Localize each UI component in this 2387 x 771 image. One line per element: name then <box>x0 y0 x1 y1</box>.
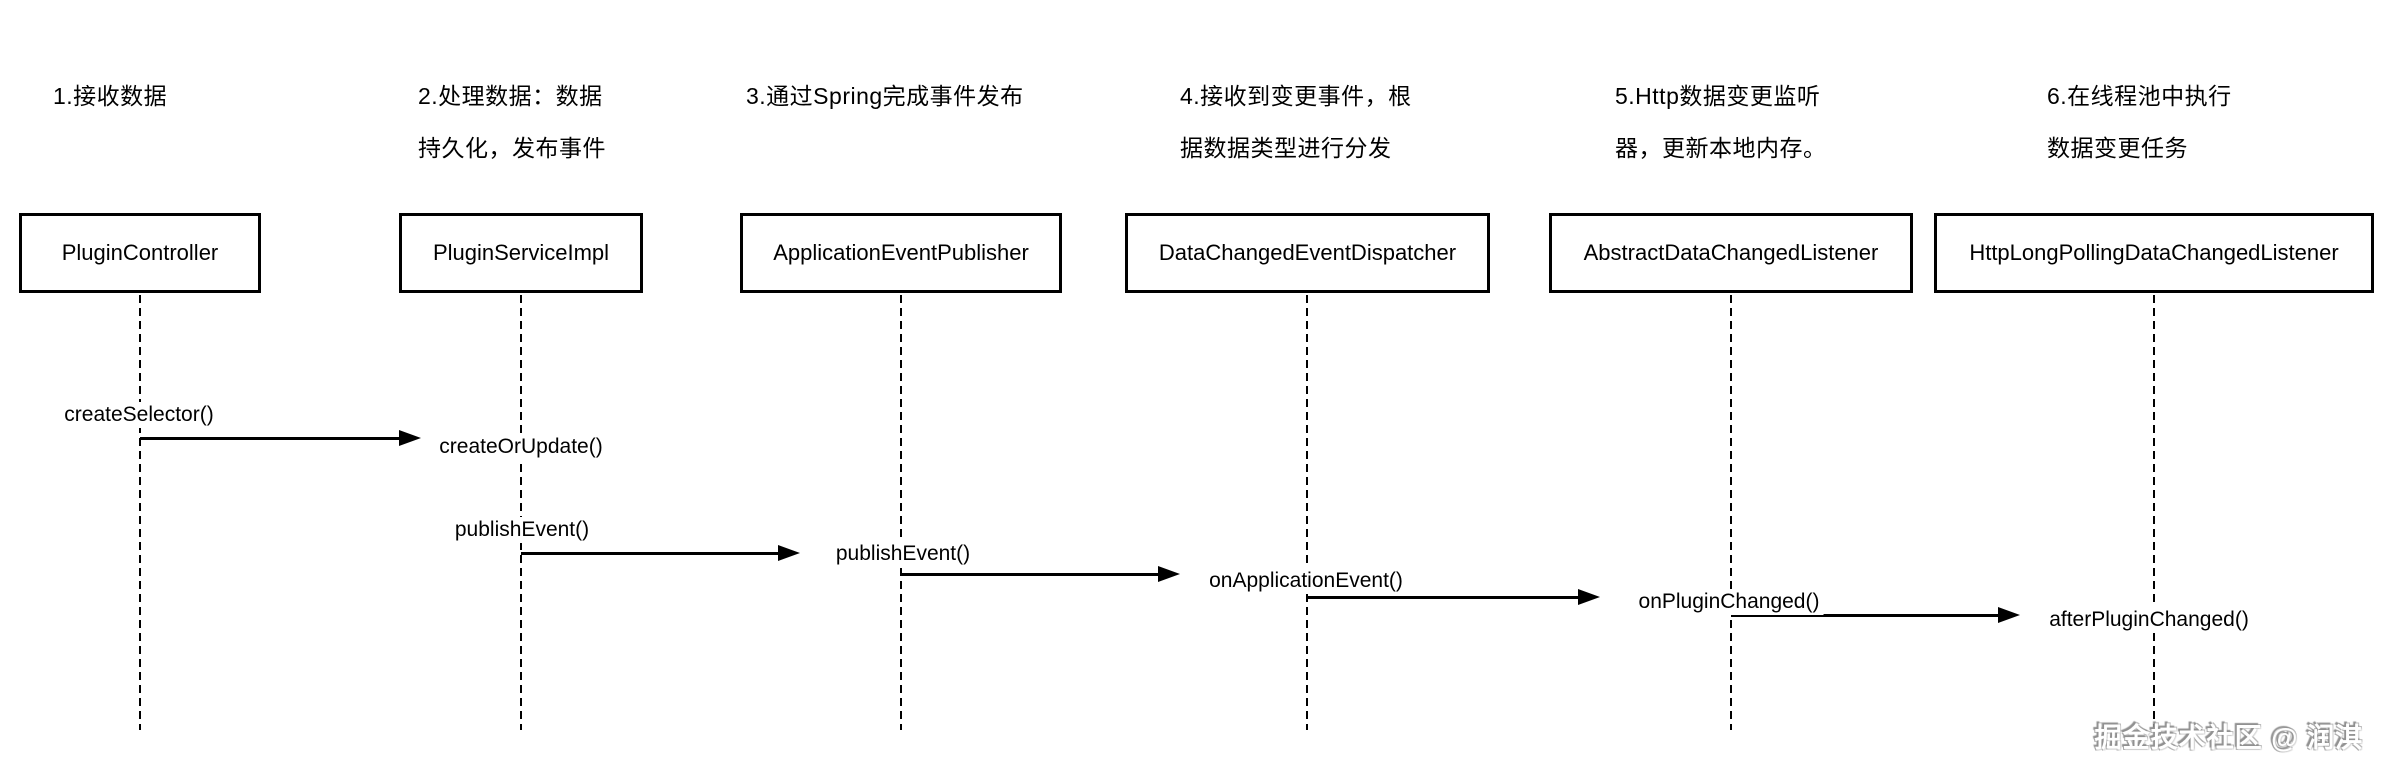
message-label-onpluginchanged: onPluginChanged() <box>1634 589 1824 615</box>
participant-box-label: PluginServiceImpl <box>432 240 610 265</box>
participant-box-pluginserviceimpl: PluginServiceImpl <box>399 213 643 293</box>
caption-line: 1.接收数据 <box>53 83 168 109</box>
participant-box-abstractdatachangedlistener: AbstractDataChangedListener <box>1549 213 1913 293</box>
caption-line: 数据变更任务 <box>2047 135 2188 161</box>
participant-box-label: DataChangedEventDispatcher <box>1158 240 1457 265</box>
participant-box-datachangedeventdispatcher: DataChangedEventDispatcher <box>1125 213 1490 293</box>
arrow-line-onapplicationevent <box>901 573 1158 576</box>
step-caption-3: 3.通过Spring完成事件发布 <box>746 70 1024 122</box>
arrow-head-icon <box>1578 589 1600 605</box>
arrow-head-icon <box>1158 566 1180 582</box>
participant-box-label: AbstractDataChangedListener <box>1583 240 1879 265</box>
caption-line: 5.Http数据变更监听 <box>1615 83 1821 109</box>
lifeline-applicationeventpublisher <box>900 295 902 730</box>
arrow-line-publishevent <box>521 552 778 555</box>
lifeline-plugincontroller <box>139 295 141 730</box>
arrow-line-afterpluginchanged <box>1731 614 1998 617</box>
caption-line: 据数据类型进行分发 <box>1180 135 1392 161</box>
participant-box-plugincontroller: PluginController <box>19 213 261 293</box>
arrow-head-icon <box>399 430 421 446</box>
caption-line: 4.接收到变更事件，根 <box>1180 83 1412 109</box>
participant-box-httplongpollingdatachangedlistener: HttpLongPollingDataChangedListener <box>1934 213 2374 293</box>
step-caption-2: 2.处理数据：数据 持久化，发布事件 <box>418 70 606 174</box>
lifeline-httplongpollingdatachangedlistener <box>2153 295 2155 730</box>
step-caption-1: 1.接收数据 <box>53 70 167 122</box>
caption-line: 器，更新本地内存。 <box>1615 135 1827 161</box>
message-label-createselector: createSelector() <box>60 402 218 428</box>
participant-box-label: HttpLongPollingDataChangedListener <box>1969 240 2339 265</box>
step-caption-4: 4.接收到变更事件，根 据数据类型进行分发 <box>1180 70 1412 174</box>
caption-line: 2.处理数据：数据 <box>418 83 603 109</box>
arrow-line-createselector <box>140 437 399 440</box>
arrow-line-onpluginchanged <box>1307 596 1578 599</box>
lifeline-pluginserviceimpl <box>520 295 522 730</box>
caption-line: 6.在线程池中执行 <box>2047 83 2232 109</box>
message-label-createorupdate: createOrUpdate() <box>435 434 607 460</box>
message-label-afterpluginchanged: afterPluginChanged() <box>2045 607 2253 633</box>
message-label-publishevent-dst: publishEvent() <box>831 541 975 567</box>
watermark-text: 掘金技术社区 @ 润淇 <box>2094 723 2363 753</box>
step-caption-6: 6.在线程池中执行 数据变更任务 <box>2047 70 2232 174</box>
lifeline-abstractdatachangedlistener <box>1730 295 1732 730</box>
message-label-publishevent-src: publishEvent() <box>450 517 594 543</box>
step-caption-5: 5.Http数据变更监听 器，更新本地内存。 <box>1615 70 1827 174</box>
caption-line: 持久化，发布事件 <box>418 135 606 161</box>
participant-box-label: PluginController <box>61 240 219 265</box>
arrow-head-icon <box>1998 607 2020 623</box>
arrow-head-icon <box>778 545 800 561</box>
caption-line: 3.通过Spring完成事件发布 <box>746 83 1024 109</box>
participant-box-applicationeventpublisher: ApplicationEventPublisher <box>740 213 1062 293</box>
lifeline-datachangedeventdispatcher <box>1306 295 1308 730</box>
participant-box-label: ApplicationEventPublisher <box>773 240 1029 265</box>
message-label-onapplicationevent: onApplicationEvent() <box>1205 568 1407 594</box>
